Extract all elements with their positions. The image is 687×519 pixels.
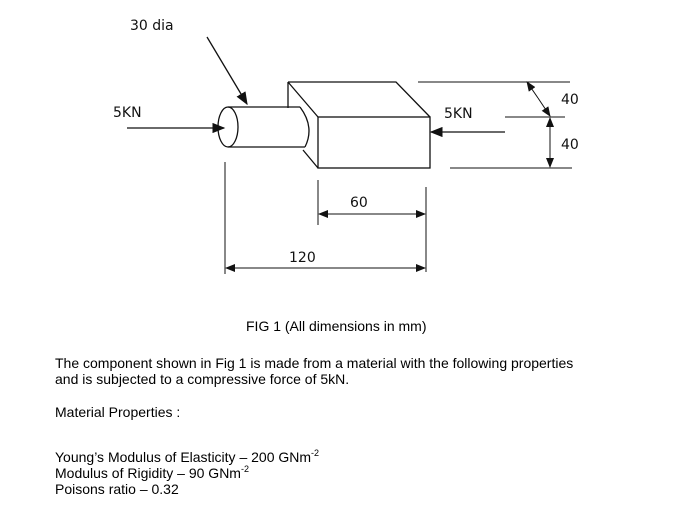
force-left-label: 5KN bbox=[113, 105, 142, 121]
property-rigidity: Modulus of Rigidity – 90 GNm-2 bbox=[55, 464, 249, 482]
property-youngs-modulus: Young’s Modulus of Elasticity – 200 GNm-… bbox=[55, 448, 320, 466]
diameter-label: 30 dia bbox=[130, 18, 174, 34]
property-poisson-ratio: Poisons ratio – 0.32 bbox=[55, 481, 179, 497]
depth-dim-label: 40 bbox=[561, 92, 579, 108]
total-length-dimension bbox=[224, 162, 426, 274]
properties-heading: Material Properties : bbox=[55, 404, 181, 420]
height-dim-label: 40 bbox=[561, 137, 579, 153]
depth-height-dimensions bbox=[418, 81, 572, 169]
cylinder bbox=[217, 106, 310, 148]
block-length-dimension bbox=[317, 180, 427, 272]
rectangular-block bbox=[287, 81, 431, 169]
total-length-label: 120 bbox=[289, 250, 316, 266]
force-right-label: 5KN bbox=[444, 106, 473, 122]
figure-caption: FIG 1 (All dimensions in mm) bbox=[246, 318, 427, 334]
intro-line-1: The component shown in Fig 1 is made fro… bbox=[55, 355, 574, 371]
intro-line-2: and is subjected to a compressive force … bbox=[55, 371, 350, 387]
component-diagram: 30 dia 5KN 5KN 40 40 60 120 bbox=[113, 18, 579, 274]
block-length-label: 60 bbox=[350, 195, 368, 211]
diameter-arrow bbox=[206, 36, 248, 106]
